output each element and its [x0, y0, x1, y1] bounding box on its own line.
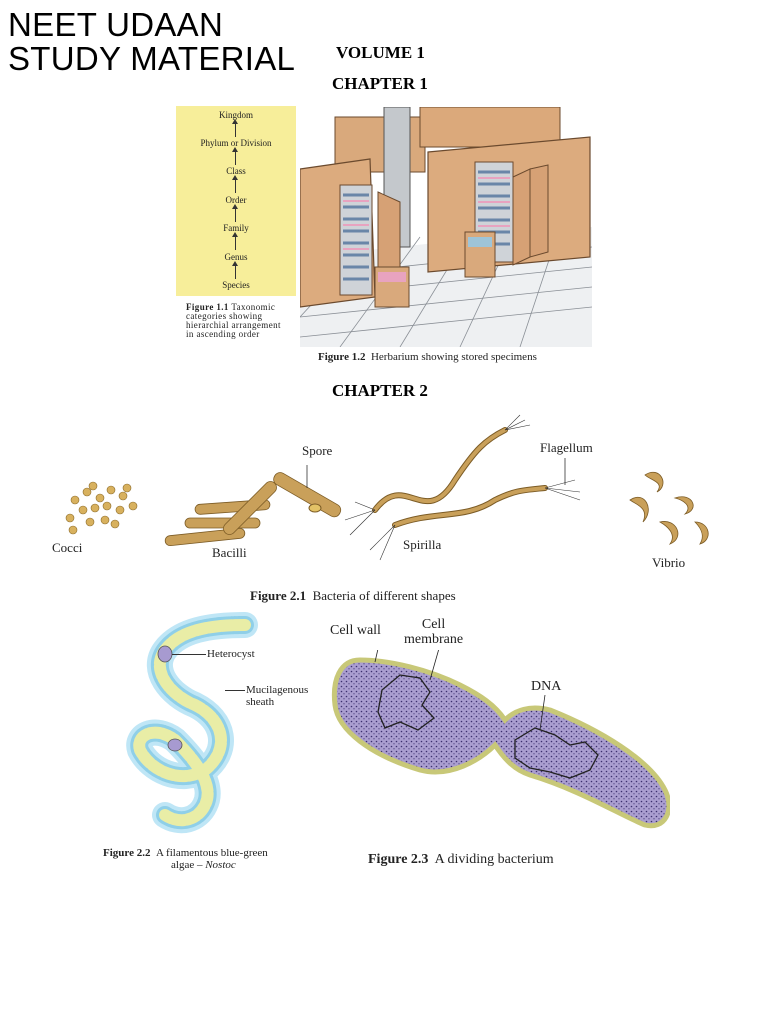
arrow-up-icon	[232, 261, 238, 279]
dividing-bacterium-diagram	[331, 650, 670, 829]
arrow-up-icon	[232, 119, 238, 137]
spirilla-label: Spirilla	[403, 537, 442, 552]
flagellum-label: Flagellum	[540, 440, 593, 455]
figure-1-1-caption: Figure 1.1 Taxonomic categories showing …	[186, 303, 291, 339]
figure-1-2-caption: Figure 1.2 Herbarium showing stored spec…	[318, 351, 537, 363]
figure-2-3-caption: Figure 2.3 A dividing bacterium	[368, 852, 554, 868]
spore-icon	[308, 503, 322, 513]
bacilli-label: Bacilli	[212, 545, 247, 560]
arrow-up-icon	[232, 204, 238, 222]
taxonomy-diagram: Kingdom Phylum or Division Class Order F…	[176, 106, 296, 296]
caption-label: Figure 2.2	[103, 847, 151, 859]
caption-text: A dividing bacterium	[434, 852, 554, 867]
bacteria-shapes-diagram	[65, 414, 709, 561]
cell-wall-label: Cell wall	[330, 623, 381, 638]
sheath-label-line1: Mucilagenous	[246, 684, 309, 696]
volume-heading: VOLUME 1	[336, 43, 425, 62]
sheath-label-line2: sheath	[246, 696, 275, 708]
taxonomy-level: Kingdom	[218, 110, 253, 120]
figure-2-2-caption: Figure 2.2 A filamentous blue-green alga…	[103, 847, 268, 871]
leader-line	[225, 690, 245, 691]
spore-label: Spore	[302, 443, 333, 458]
chapter-2-heading: CHAPTER 2	[332, 381, 428, 400]
nostoc-filament-diagram	[126, 612, 258, 834]
arrow-up-icon	[232, 147, 238, 165]
caption-text: Herbarium showing stored specimens	[370, 351, 537, 363]
sheath-label: Mucilagenous sheath	[246, 684, 308, 708]
title-line-2: STUDY MATERIAL	[8, 40, 296, 77]
caption-label: Figure 1.2	[318, 351, 366, 363]
cell-membrane-label: Cell membrane	[404, 617, 463, 647]
caption-label: Figure 2.1	[250, 588, 307, 603]
cell-membrane-line1: Cell	[421, 617, 446, 632]
taxonomy-level: Class	[226, 166, 246, 176]
taxonomy-level: Order	[225, 195, 247, 205]
taxonomy-level: Species	[222, 280, 250, 290]
caption-label: Figure 2.3	[368, 852, 429, 867]
chapter-1-heading: CHAPTER 1	[332, 74, 428, 93]
cocci-cluster	[65, 481, 138, 535]
herbarium-illustration	[300, 107, 592, 347]
leader-line	[172, 654, 206, 655]
caption-text-2: algae –	[171, 859, 206, 871]
heterocyst-label: Heterocyst	[207, 648, 255, 660]
taxonomy-level: Family	[223, 223, 249, 233]
caption-text: Taxonomic categories showing hierarchial…	[186, 302, 281, 339]
heterocyst-icon	[157, 645, 173, 663]
heterocyst-icon	[167, 738, 183, 752]
cell-membrane-line2: membrane	[404, 632, 464, 647]
taxonomy-level: Phylum or Division	[200, 138, 272, 148]
dna-label: DNA	[531, 679, 562, 694]
arrow-up-icon	[232, 175, 238, 193]
taxonomy-level: Genus	[224, 252, 248, 262]
arrow-up-icon	[232, 232, 238, 250]
caption-text: A filamentous blue-green	[155, 847, 268, 859]
cocci-label: Cocci	[52, 540, 83, 555]
caption-label: Figure 1.1	[186, 302, 229, 312]
figure-2-1-caption: Figure 2.1 Bacteria of different shapes	[250, 588, 456, 604]
caption-text: Bacteria of different shapes	[312, 588, 456, 603]
document-title: NEET UDAAN STUDY MATERIAL	[8, 8, 295, 76]
caption-species: Nostoc	[205, 859, 236, 871]
title-line-1: NEET UDAAN	[8, 6, 224, 43]
vibrio-label: Vibrio	[652, 555, 686, 570]
